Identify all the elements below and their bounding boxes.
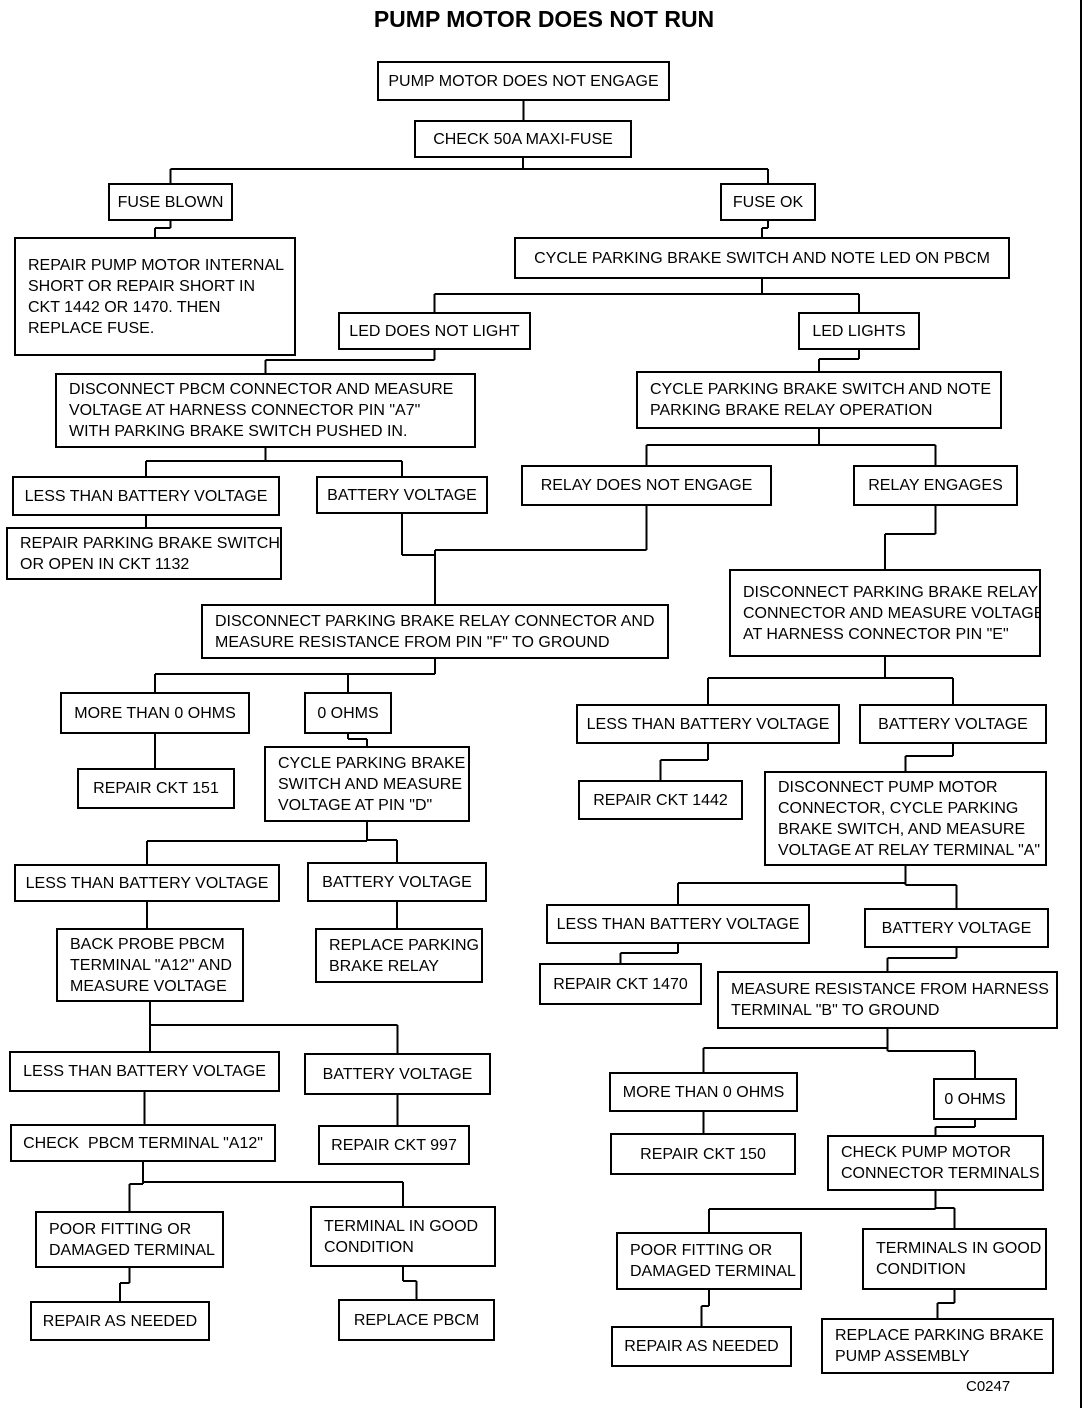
result-battery-voltage: BATTERY VOLTAGE: [304, 1053, 491, 1095]
result-less-than-battery-voltage: LESS THAN BATTERY VOLTAGE: [12, 476, 280, 516]
result-led-does-not-light: LED DOES NOT LIGHT: [338, 312, 531, 350]
step-check-pump-motor-connector: CHECK PUMP MOTOR CONNECTOR TERMINALS: [827, 1135, 1044, 1191]
result-terminals-good-condition: TERMINALS IN GOOD CONDITION: [862, 1228, 1047, 1290]
result-fuse-blown: FUSE BLOWN: [108, 183, 233, 221]
action-repair-as-needed: REPAIR AS NEEDED: [611, 1326, 792, 1367]
action-repair-ckt-1442: REPAIR CKT 1442: [578, 780, 743, 820]
page-title: PUMP MOTOR DOES NOT RUN: [373, 6, 715, 32]
action-repair-pump-motor-short: REPAIR PUMP MOTOR INTERNAL SHORT OR REPA…: [14, 237, 296, 356]
result-0-ohms: 0 OHMS: [933, 1078, 1017, 1120]
step-check-pbcm-terminal-a12: CHECK PBCM TERMINAL "A12": [10, 1124, 276, 1162]
step-back-probe-pbcm-a12: BACK PROBE PBCM TERMINAL "A12" AND MEASU…: [56, 928, 244, 1002]
step-measure-resistance-pin-f: DISCONNECT PARKING BRAKE RELAY CONNECTOR…: [201, 604, 669, 659]
result-less-than-battery-voltage: LESS THAN BATTERY VOLTAGE: [9, 1051, 280, 1092]
action-replace-pbcm: REPLACE PBCM: [338, 1299, 495, 1341]
figure-code: C0247: [966, 1378, 1011, 1395]
result-poor-fitting-terminal: POOR FITTING OR DAMAGED TERMINAL: [35, 1211, 224, 1268]
step-cycle-switch-note-led: CYCLE PARKING BRAKE SWITCH AND NOTE LED …: [514, 237, 1010, 279]
step-measure-voltage-pin-a7: DISCONNECT PBCM CONNECTOR AND MEASURE VO…: [55, 373, 476, 448]
result-less-than-battery-voltage: LESS THAN BATTERY VOLTAGE: [546, 904, 810, 944]
step-pump-motor-does-not-engage: PUMP MOTOR DOES NOT ENGAGE: [377, 61, 670, 101]
result-less-than-battery-voltage: LESS THAN BATTERY VOLTAGE: [576, 704, 840, 744]
right-border-line: [1080, 0, 1082, 1408]
result-0-ohms: 0 OHMS: [304, 692, 392, 734]
result-fuse-ok: FUSE OK: [720, 183, 816, 221]
result-battery-voltage: BATTERY VOLTAGE: [859, 704, 1047, 744]
result-battery-voltage: BATTERY VOLTAGE: [307, 862, 487, 902]
result-less-than-battery-voltage: LESS THAN BATTERY VOLTAGE: [14, 864, 280, 902]
step-measure-voltage-pin-d: CYCLE PARKING BRAKE SWITCH AND MEASURE V…: [264, 746, 470, 822]
action-replace-parking-brake-pump-assembly: REPLACE PARKING BRAKE PUMP ASSEMBLY: [821, 1318, 1054, 1374]
action-replace-parking-brake-relay: REPLACE PARKING BRAKE RELAY: [315, 928, 483, 983]
result-more-than-0-ohms: MORE THAN 0 OHMS: [60, 692, 250, 734]
result-relay-does-not-engage: RELAY DOES NOT ENGAGE: [521, 465, 772, 506]
result-relay-engages: RELAY ENGAGES: [853, 465, 1018, 506]
step-note-relay-operation: CYCLE PARKING BRAKE SWITCH AND NOTE PARK…: [636, 371, 1002, 429]
step-measure-resistance-terminal-b: MEASURE RESISTANCE FROM HARNESS TERMINAL…: [717, 971, 1058, 1029]
result-more-than-0-ohms: MORE THAN 0 OHMS: [609, 1072, 798, 1112]
action-repair-ckt-151: REPAIR CKT 151: [77, 768, 235, 809]
action-repair-as-needed: REPAIR AS NEEDED: [30, 1301, 210, 1341]
step-check-maxi-fuse: CHECK 50A MAXI-FUSE: [414, 120, 632, 158]
result-battery-voltage: BATTERY VOLTAGE: [316, 476, 488, 514]
step-measure-voltage-pin-e: DISCONNECT PARKING BRAKE RELAY CONNECTOR…: [729, 569, 1041, 657]
action-repair-ckt-150: REPAIR CKT 150: [610, 1133, 796, 1175]
result-battery-voltage: BATTERY VOLTAGE: [864, 908, 1049, 948]
step-measure-voltage-relay-terminal-a: DISCONNECT PUMP MOTOR CONNECTOR, CYCLE P…: [764, 771, 1047, 866]
action-repair-parking-brake-switch: REPAIR PARKING BRAKE SWITCH OR OPEN IN C…: [6, 527, 282, 580]
action-repair-ckt-997: REPAIR CKT 997: [318, 1125, 470, 1165]
result-led-lights: LED LIGHTS: [798, 312, 920, 350]
result-poor-fitting-terminal: POOR FITTING OR DAMAGED TERMINAL: [616, 1232, 802, 1290]
result-terminal-good-condition: TERMINAL IN GOOD CONDITION: [310, 1206, 496, 1267]
action-repair-ckt-1470: REPAIR CKT 1470: [539, 963, 702, 1005]
